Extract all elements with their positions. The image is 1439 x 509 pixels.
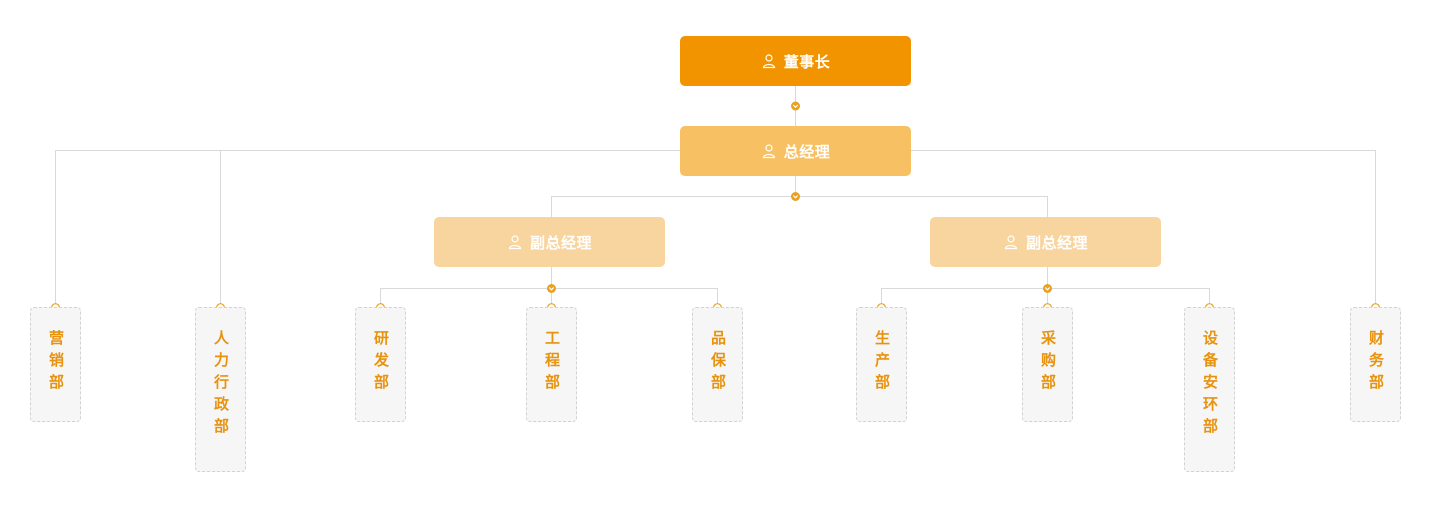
collapse-toggle-vice-manager-1[interactable] xyxy=(547,284,556,293)
department-engineering[interactable]: 工程部 xyxy=(526,307,577,422)
person-icon xyxy=(1003,234,1019,250)
department-rnd[interactable]: 研发部 xyxy=(355,307,406,422)
general-manager-node[interactable]: 总经理 xyxy=(680,126,911,176)
person-icon xyxy=(507,234,523,250)
department-label: 人力行政部 xyxy=(212,330,230,440)
department-label: 品保部 xyxy=(709,330,727,396)
department-finance[interactable]: 财务部 xyxy=(1350,307,1401,422)
vice-manager-label: 副总经理 xyxy=(1025,233,1088,252)
department-quality[interactable]: 品保部 xyxy=(692,307,743,422)
department-label: 研发部 xyxy=(372,330,390,396)
department-equipment-safety[interactable]: 设备安环部 xyxy=(1184,307,1235,472)
department-label: 财务部 xyxy=(1367,330,1385,396)
department-label: 设备安环部 xyxy=(1201,330,1219,440)
department-hr-admin[interactable]: 人力行政部 xyxy=(195,307,246,472)
collapse-toggle-vice-manager-2[interactable] xyxy=(1043,284,1052,293)
vice-manager-node-1[interactable]: 副总经理 xyxy=(434,217,665,267)
department-label: 生产部 xyxy=(873,330,891,396)
vice-manager-node-2[interactable]: 副总经理 xyxy=(930,217,1161,267)
vice-manager-label: 副总经理 xyxy=(529,233,592,252)
person-icon xyxy=(761,143,777,159)
department-marketing[interactable]: 营销部 xyxy=(30,307,81,422)
department-label: 采购部 xyxy=(1039,330,1057,396)
collapse-toggle-chairman[interactable] xyxy=(791,101,800,111)
department-label: 营销部 xyxy=(47,330,65,396)
department-production[interactable]: 生产部 xyxy=(856,307,907,422)
chairman-node[interactable]: 董事长 xyxy=(680,36,911,86)
general-manager-label: 总经理 xyxy=(783,142,831,161)
chairman-label: 董事长 xyxy=(783,52,831,71)
person-icon xyxy=(761,53,777,69)
department-purchasing[interactable]: 采购部 xyxy=(1022,307,1073,422)
department-label: 工程部 xyxy=(543,330,561,396)
collapse-toggle-general-manager[interactable] xyxy=(791,192,800,201)
